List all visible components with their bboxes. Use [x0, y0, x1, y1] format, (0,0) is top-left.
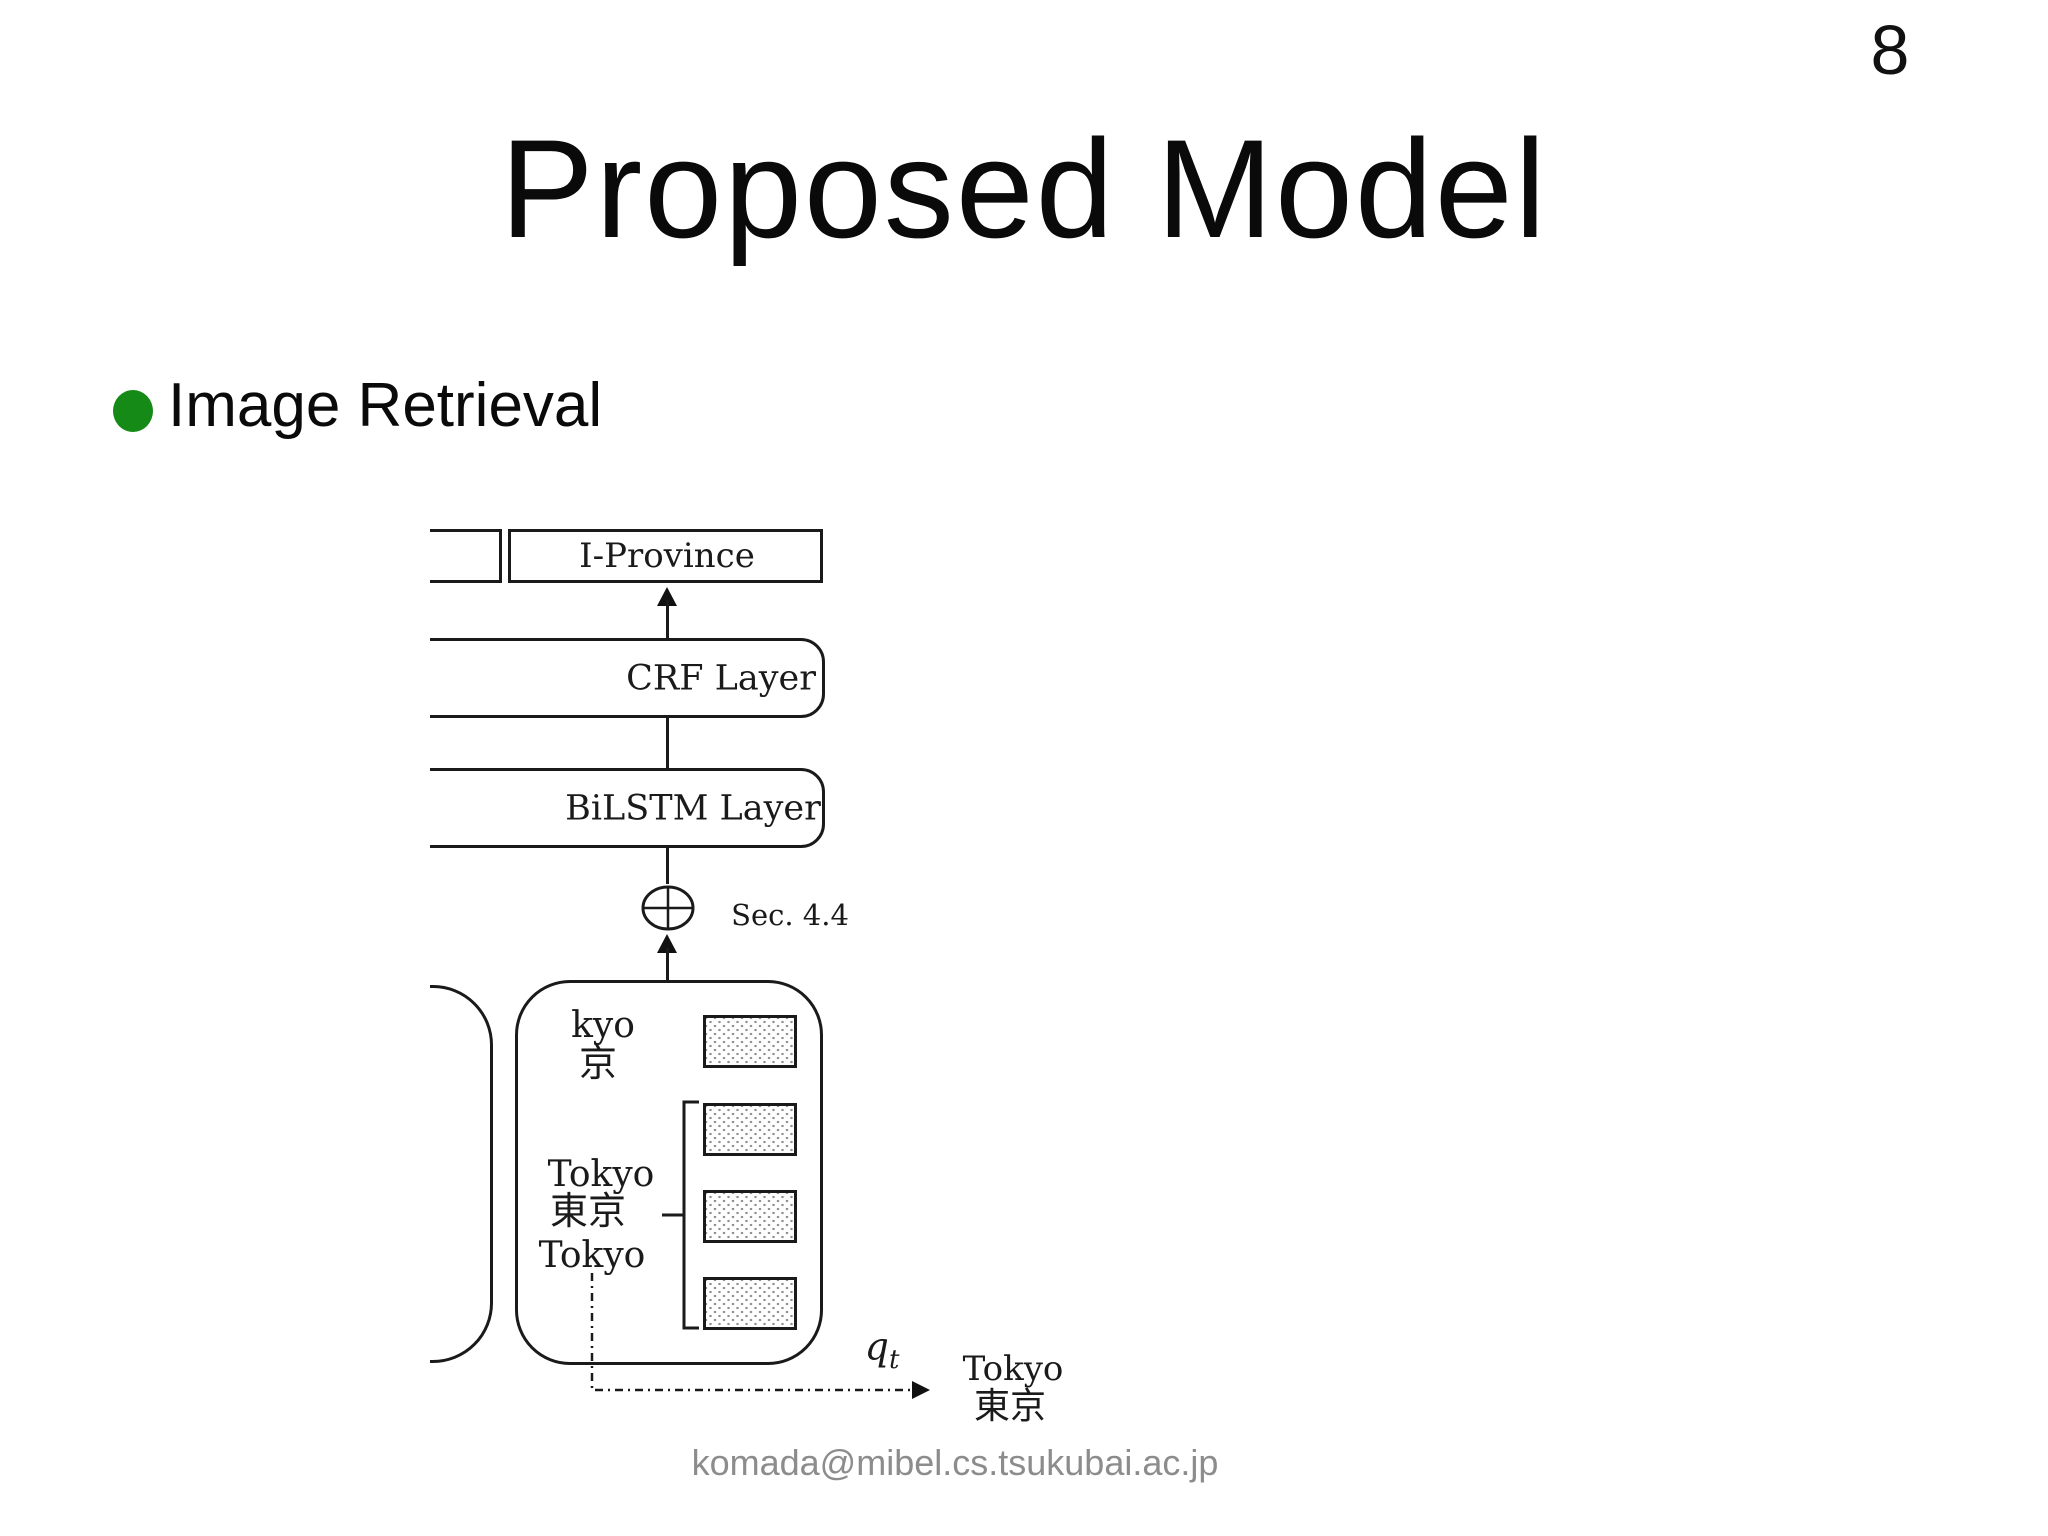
- char-token-roman: kyo: [571, 1005, 635, 1047]
- embedding-vector-word-2: [703, 1190, 797, 1243]
- query-variable-label: qt: [864, 1324, 900, 1376]
- word-token-roman-bottom: Tokyo: [538, 1235, 646, 1277]
- tag-label-i-province: I-Province: [579, 536, 755, 577]
- bullet-dot-icon: [113, 390, 153, 432]
- embedding-vector-word-3: [703, 1277, 797, 1330]
- connector-plus-to-bilstm: [666, 848, 669, 884]
- crf-layer-label: CRF Layer: [626, 658, 816, 699]
- circled-plus-icon: [641, 885, 695, 931]
- query-result-kanji: 東京: [973, 1386, 1047, 1428]
- footer-email: komada@mibel.cs.tsukubai.ac.jp: [691, 1442, 1219, 1483]
- query-result-roman: Tokyo: [962, 1349, 1064, 1390]
- query-var-base: q: [864, 1324, 889, 1369]
- tag-box-cropped: [430, 529, 502, 583]
- arrow-up-to-plus-icon: [657, 934, 677, 953]
- connector-crf-to-tag: [666, 600, 669, 638]
- embedding-box-cropped: [430, 985, 493, 1363]
- word-token-roman-top: Tokyo: [547, 1154, 655, 1196]
- page-number: 8: [1870, 11, 1910, 89]
- bullet-label: Image Retrieval: [168, 371, 603, 440]
- page-title: Proposed Model: [500, 110, 1548, 267]
- embedding-vector-word-1: [703, 1103, 797, 1156]
- bilstm-layer-box: [430, 768, 825, 848]
- section-ref-label: Sec. 4.4: [731, 897, 849, 932]
- bilstm-layer-label: BiLSTM Layer: [565, 788, 821, 829]
- crf-layer-box: [430, 638, 825, 718]
- tag-box-i-province: [508, 529, 823, 583]
- query-arrowhead-icon: [912, 1381, 930, 1399]
- word-token-kanji: 東京: [549, 1189, 627, 1234]
- arrow-up-to-i-province-icon: [657, 587, 677, 606]
- model-architecture-diagram: I-Province CRF Layer BiLSTM Layer Sec. 4…: [430, 520, 1110, 1440]
- connector-bilstm-to-crf: [666, 718, 669, 768]
- embedding-vector-char: [703, 1015, 797, 1068]
- connector-box-to-plus: [666, 948, 669, 980]
- query-var-subscript: t: [888, 1345, 900, 1376]
- char-token-kanji: 京: [578, 1041, 618, 1086]
